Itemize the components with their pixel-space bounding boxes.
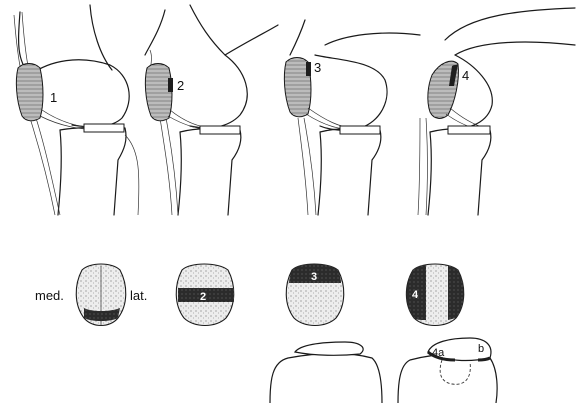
patella-surface-4: 4 xyxy=(406,264,463,326)
contact-zone-2 xyxy=(168,78,173,92)
patella-surface-2: 2 xyxy=(176,264,234,326)
knee-view-2: 2 xyxy=(145,5,278,215)
contact-label-b: b xyxy=(478,343,484,355)
patella xyxy=(16,64,43,121)
contact-label-4a: 4a xyxy=(432,347,445,359)
lateral-label: lat. xyxy=(130,288,147,303)
contact-zone-3 xyxy=(306,62,311,76)
knee-4-label: 4 xyxy=(462,68,469,83)
knee-2-label: 2 xyxy=(177,78,184,93)
knee-view-1: 1 xyxy=(14,5,139,215)
patella-4-label: 4 xyxy=(412,289,419,301)
patella-2-label: 2 xyxy=(200,291,206,303)
knee-3-label: 3 xyxy=(314,60,321,75)
cross-section-3 xyxy=(270,342,382,403)
knee-view-4: 4 xyxy=(418,8,575,215)
patella-3-label: 3 xyxy=(311,271,317,283)
knee-1-label: 1 xyxy=(50,90,57,105)
knee-view-3: 3 xyxy=(284,20,420,215)
patella xyxy=(145,64,172,121)
patella-surface-1: med. lat. xyxy=(35,264,147,326)
contact-zone-4b xyxy=(448,265,464,320)
medial-label: med. xyxy=(35,288,64,303)
patella-surface-3: 3 xyxy=(286,264,344,326)
cross-section-4: 4a b xyxy=(398,338,497,403)
